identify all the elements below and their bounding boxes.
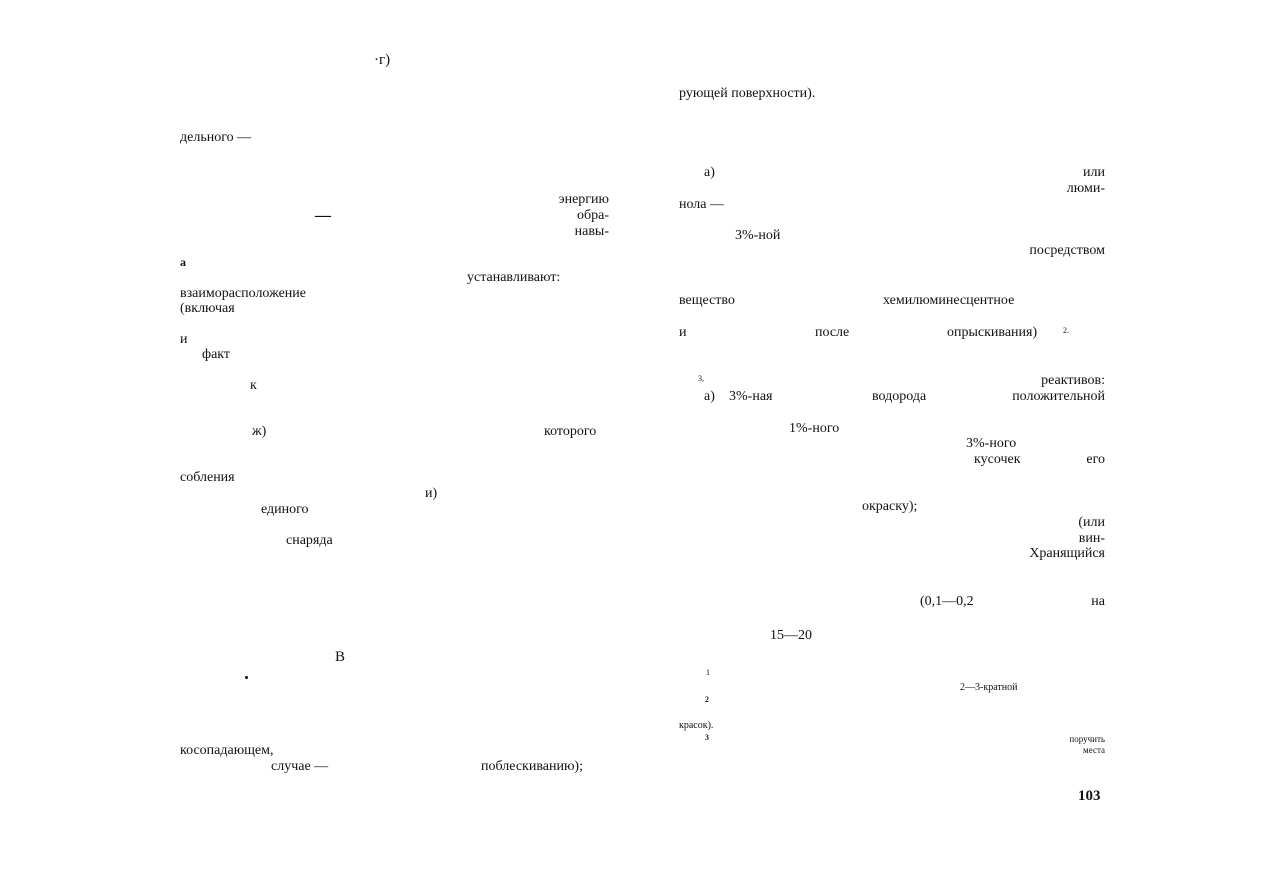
text-dash: —	[315, 207, 331, 224]
text-nola: нола —	[679, 197, 725, 212]
text-kratnoy: 2—3-кратной	[960, 682, 1018, 693]
text-3pct-nogo: 3%-ного	[966, 436, 1017, 451]
text-ruyushchey: рующей поверхности).	[679, 86, 816, 101]
text-polozhitelnoy: положительной	[1012, 389, 1105, 404]
footnote-1-marker: 1	[706, 668, 710, 677]
text-mesta: места	[1083, 745, 1105, 755]
text-vodoroda: водорода	[872, 389, 927, 404]
text-range-01-02: (0,1—0,2	[920, 594, 974, 609]
list-marker-zh: ж)	[252, 424, 267, 439]
page-number: 103	[1078, 788, 1101, 804]
text-okrasku: окраску);	[862, 499, 918, 514]
text-veshchestvo: вещество	[679, 293, 735, 308]
text-vklyuchaya: (включая	[180, 301, 235, 316]
list-marker-g: ·г)	[374, 52, 391, 68]
list-marker-i: и)	[425, 486, 438, 501]
text-poruchit: поручить	[1069, 734, 1105, 744]
text-kusochek: кусочек	[974, 452, 1021, 467]
text-ili-paren: (или	[1078, 515, 1105, 530]
text-khranyashchiysya: Хранящийся	[1029, 546, 1105, 561]
text-posredstvom: посредством	[1029, 243, 1105, 258]
text-k: к	[250, 378, 257, 393]
text-kosopadayushchem: косопадающем,	[180, 743, 274, 758]
text-a-mark: а	[180, 255, 186, 269]
text-vin: вин-	[1078, 531, 1105, 546]
footnote-3-marker: 3	[705, 733, 709, 742]
text-sobleniya: собления	[180, 470, 235, 485]
text-v: В	[335, 649, 346, 665]
text-kotorogo: которого	[544, 424, 597, 439]
text-reaktivov: реактивов:	[1041, 373, 1105, 388]
text-posle: после	[815, 325, 850, 340]
footnote-ref-2: 2.	[1063, 326, 1069, 335]
text-3pct-naya: 3%-ная	[729, 389, 773, 404]
text-energiyu: энергию	[558, 192, 609, 207]
text-i-left: и	[180, 332, 188, 347]
text-range-15-20: 15—20	[770, 628, 812, 643]
text-3pct-noy: 3%-ной	[735, 228, 781, 243]
text-snaryada: снаряда	[286, 533, 333, 548]
text-lyumi: люми-	[1066, 181, 1105, 196]
text-fakt: факт	[202, 347, 231, 362]
footnote-ref-3: 3,	[698, 374, 704, 383]
text-edinogo: единого	[261, 502, 309, 517]
footnote-2-marker: 2	[705, 695, 709, 704]
text-i-right: и	[679, 325, 687, 340]
text-krasok: красок).	[679, 720, 714, 731]
list-marker-a: а)	[704, 165, 715, 180]
text-delnogo: дельного —	[180, 130, 252, 145]
text-na: на	[1091, 594, 1105, 609]
text-obra: обра-	[577, 208, 609, 223]
text-ili: или	[1083, 165, 1105, 180]
text-navy: навы-	[574, 224, 609, 239]
text-pobleskivaniyu: поблескиванию);	[481, 759, 583, 774]
stray-dot	[245, 676, 248, 679]
text-ego: его	[1086, 452, 1105, 467]
text-vzaimoraspolozhenie: взаиморасположение	[180, 286, 306, 301]
text-1pct-nogo: 1%-ного	[789, 421, 840, 436]
list-marker-a-2: а)	[704, 389, 715, 404]
text-ustanavlivayut: устанавливают:	[467, 270, 561, 285]
text-sluchae: случае —	[271, 759, 329, 774]
text-opryskivaniya: опрыскивания)	[947, 325, 1038, 340]
text-khemilyuminescentnoe: хемилюминесцентное	[883, 293, 1015, 308]
